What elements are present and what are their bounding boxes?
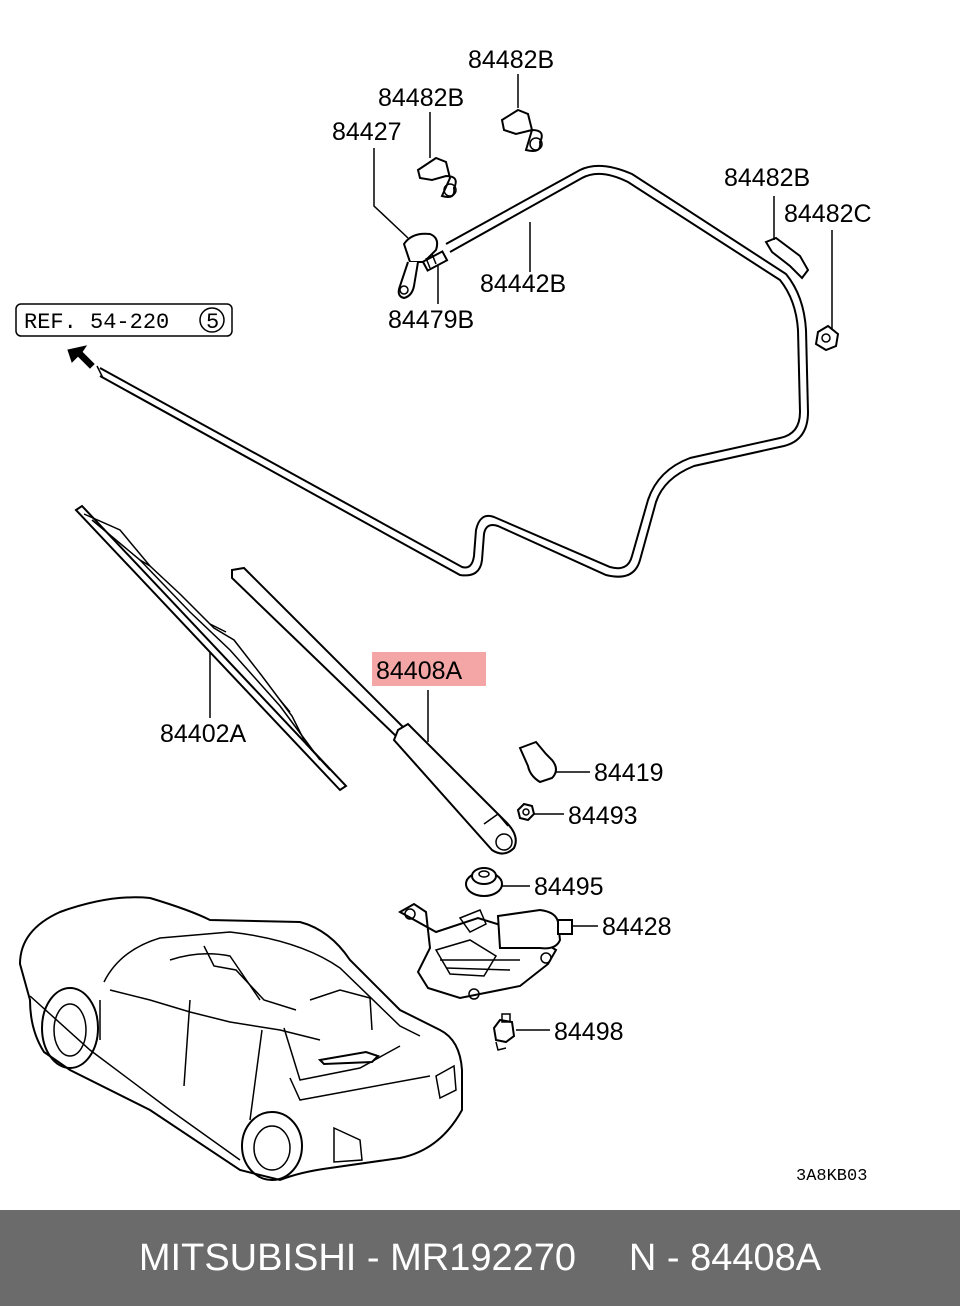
label-84482b-right: 84482B <box>724 164 810 192</box>
label-84479b: 84479B <box>388 306 474 334</box>
label-84482c: 84482C <box>784 200 872 228</box>
label-84482b-left: 84482B <box>378 84 464 112</box>
drawing-code: 3A8KB03 <box>796 1167 867 1186</box>
footer-ref: N - 84408A <box>628 1236 822 1279</box>
nut <box>516 802 536 822</box>
ref-box <box>15 303 233 337</box>
arm-cap <box>518 740 557 784</box>
footer-gap <box>576 1237 629 1280</box>
parts-diagram: REF. 54-220 5 84482B 84482B 84427 84482B… <box>15 46 872 1186</box>
grommet <box>465 867 503 897</box>
leader-lines <box>209 74 833 1031</box>
washer-nozzle <box>397 232 439 300</box>
label-84428: 84428 <box>602 913 672 941</box>
label-84419: 84419 <box>594 759 664 787</box>
wiper-motor <box>397 902 573 1000</box>
ref-circle <box>199 307 225 333</box>
label-84495: 84495 <box>534 873 604 901</box>
wiper-blade <box>74 504 348 792</box>
bolt <box>492 1013 516 1051</box>
hose-clip-left <box>416 156 457 198</box>
label-84402a: 84402A <box>160 720 247 748</box>
washer-hose <box>96 164 810 578</box>
ref-circle-number: 5 <box>206 310 219 335</box>
label-84408a: 84408A <box>376 657 463 685</box>
ref-arrow-icon <box>67 345 95 369</box>
hose-clip-top <box>500 108 543 152</box>
label-84498: 84498 <box>554 1018 624 1046</box>
footer-bar: MITSUBISHI - MR192270 N - 84408A <box>0 1210 960 1306</box>
ref-label: REF. 54-220 <box>24 310 169 335</box>
footer-sep: - <box>356 1236 391 1279</box>
hose-clip-c <box>814 324 840 352</box>
label-84493: 84493 <box>568 802 638 830</box>
label-84427: 84427 <box>332 118 402 146</box>
footer-brand: MITSUBISHI <box>138 1236 357 1279</box>
label-84442b: 84442B <box>480 270 566 298</box>
hose-clip-right <box>764 236 810 280</box>
wiper-arm <box>231 566 517 855</box>
car-illustration <box>18 896 463 1182</box>
hose-joint <box>421 250 449 272</box>
highlight-84408a <box>372 652 486 686</box>
label-84482b-top: 84482B <box>468 46 554 74</box>
footer-part-number: MR192270 <box>390 1236 577 1279</box>
